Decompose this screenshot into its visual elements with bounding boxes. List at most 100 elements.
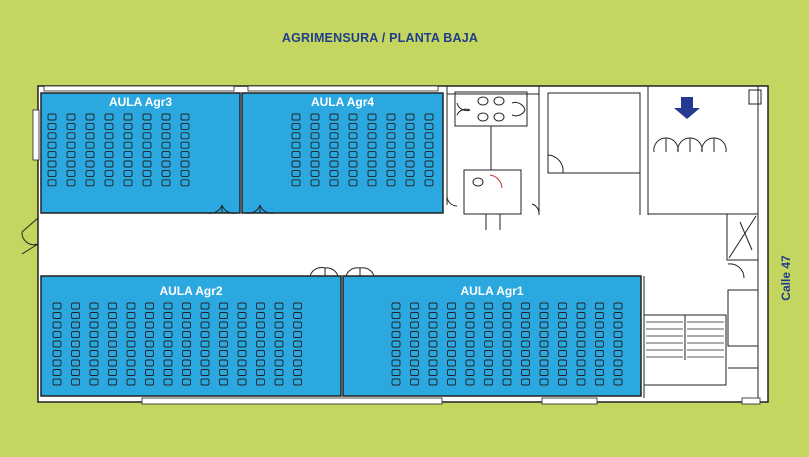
seat	[52, 302, 62, 310]
seat	[142, 179, 152, 187]
seat	[329, 179, 339, 187]
seat	[465, 359, 475, 367]
seat	[180, 113, 190, 121]
seat	[237, 378, 247, 386]
seat	[484, 340, 493, 348]
seat	[237, 369, 247, 376]
seat	[391, 321, 401, 329]
seat	[123, 151, 133, 159]
seat	[291, 169, 301, 177]
seat	[200, 312, 210, 319]
seat	[367, 113, 377, 121]
seat	[104, 141, 114, 149]
seat	[405, 151, 415, 159]
seat	[386, 179, 396, 187]
seat	[293, 359, 302, 367]
seat	[447, 378, 456, 386]
seat	[182, 312, 191, 319]
seat	[89, 359, 99, 367]
seat	[123, 141, 133, 149]
seat	[256, 359, 265, 367]
seat	[502, 350, 512, 357]
seat	[89, 312, 99, 319]
seat	[558, 302, 567, 310]
seat	[293, 350, 302, 357]
seat	[161, 160, 171, 168]
seat	[367, 122, 377, 130]
seat	[274, 359, 284, 367]
seat	[484, 350, 493, 357]
seat	[123, 179, 133, 187]
seat	[142, 132, 152, 140]
seat	[558, 331, 567, 338]
seat	[66, 179, 76, 187]
seat	[484, 359, 493, 367]
seat	[142, 113, 152, 121]
seat	[576, 350, 586, 357]
seat	[108, 312, 117, 319]
seat	[595, 321, 604, 329]
seat	[576, 302, 586, 310]
seat	[310, 113, 320, 121]
room-label-agr2: AULA Agr2	[159, 284, 223, 298]
seat	[71, 340, 80, 348]
seat	[391, 340, 401, 348]
seat	[163, 359, 173, 367]
seat	[502, 312, 512, 319]
seat	[274, 350, 284, 357]
seat	[310, 132, 320, 140]
seat	[424, 169, 434, 177]
seat	[237, 302, 247, 310]
seat	[386, 160, 396, 168]
seat	[182, 331, 191, 338]
seat	[410, 302, 419, 310]
seat	[329, 113, 339, 121]
seat	[219, 378, 228, 386]
seat	[447, 369, 456, 376]
seat	[161, 132, 171, 140]
seat	[410, 321, 419, 329]
seat	[391, 378, 401, 386]
seat	[89, 321, 99, 329]
seat	[558, 350, 567, 357]
seat	[558, 340, 567, 348]
seat	[52, 331, 62, 338]
seat	[391, 331, 401, 338]
seat	[293, 312, 302, 319]
seat	[256, 350, 265, 357]
seat	[310, 160, 320, 168]
seat	[424, 122, 434, 130]
seat	[291, 141, 301, 149]
seat	[484, 378, 493, 386]
seat	[465, 331, 475, 338]
entrance-door-left	[21, 217, 39, 255]
seat	[595, 302, 604, 310]
seat	[386, 113, 396, 121]
seat	[89, 378, 99, 386]
seat	[391, 312, 401, 319]
seat	[424, 141, 434, 149]
seat	[123, 113, 133, 121]
seat	[521, 331, 530, 338]
seat	[85, 151, 95, 159]
seat	[274, 312, 284, 319]
seat	[52, 321, 62, 329]
seat	[595, 369, 604, 376]
seat	[405, 141, 415, 149]
seat	[161, 151, 171, 159]
seat	[52, 350, 62, 357]
seat	[367, 141, 377, 149]
seat	[391, 350, 401, 357]
seat	[85, 113, 95, 121]
seat	[108, 378, 117, 386]
seat	[521, 350, 530, 357]
seats-agr3	[47, 113, 190, 187]
seat	[348, 122, 358, 130]
seat	[502, 302, 512, 310]
seat	[52, 340, 62, 348]
seat	[293, 302, 302, 310]
seat	[291, 160, 301, 168]
seat	[447, 312, 456, 319]
seat	[71, 350, 80, 357]
seat	[424, 179, 434, 187]
